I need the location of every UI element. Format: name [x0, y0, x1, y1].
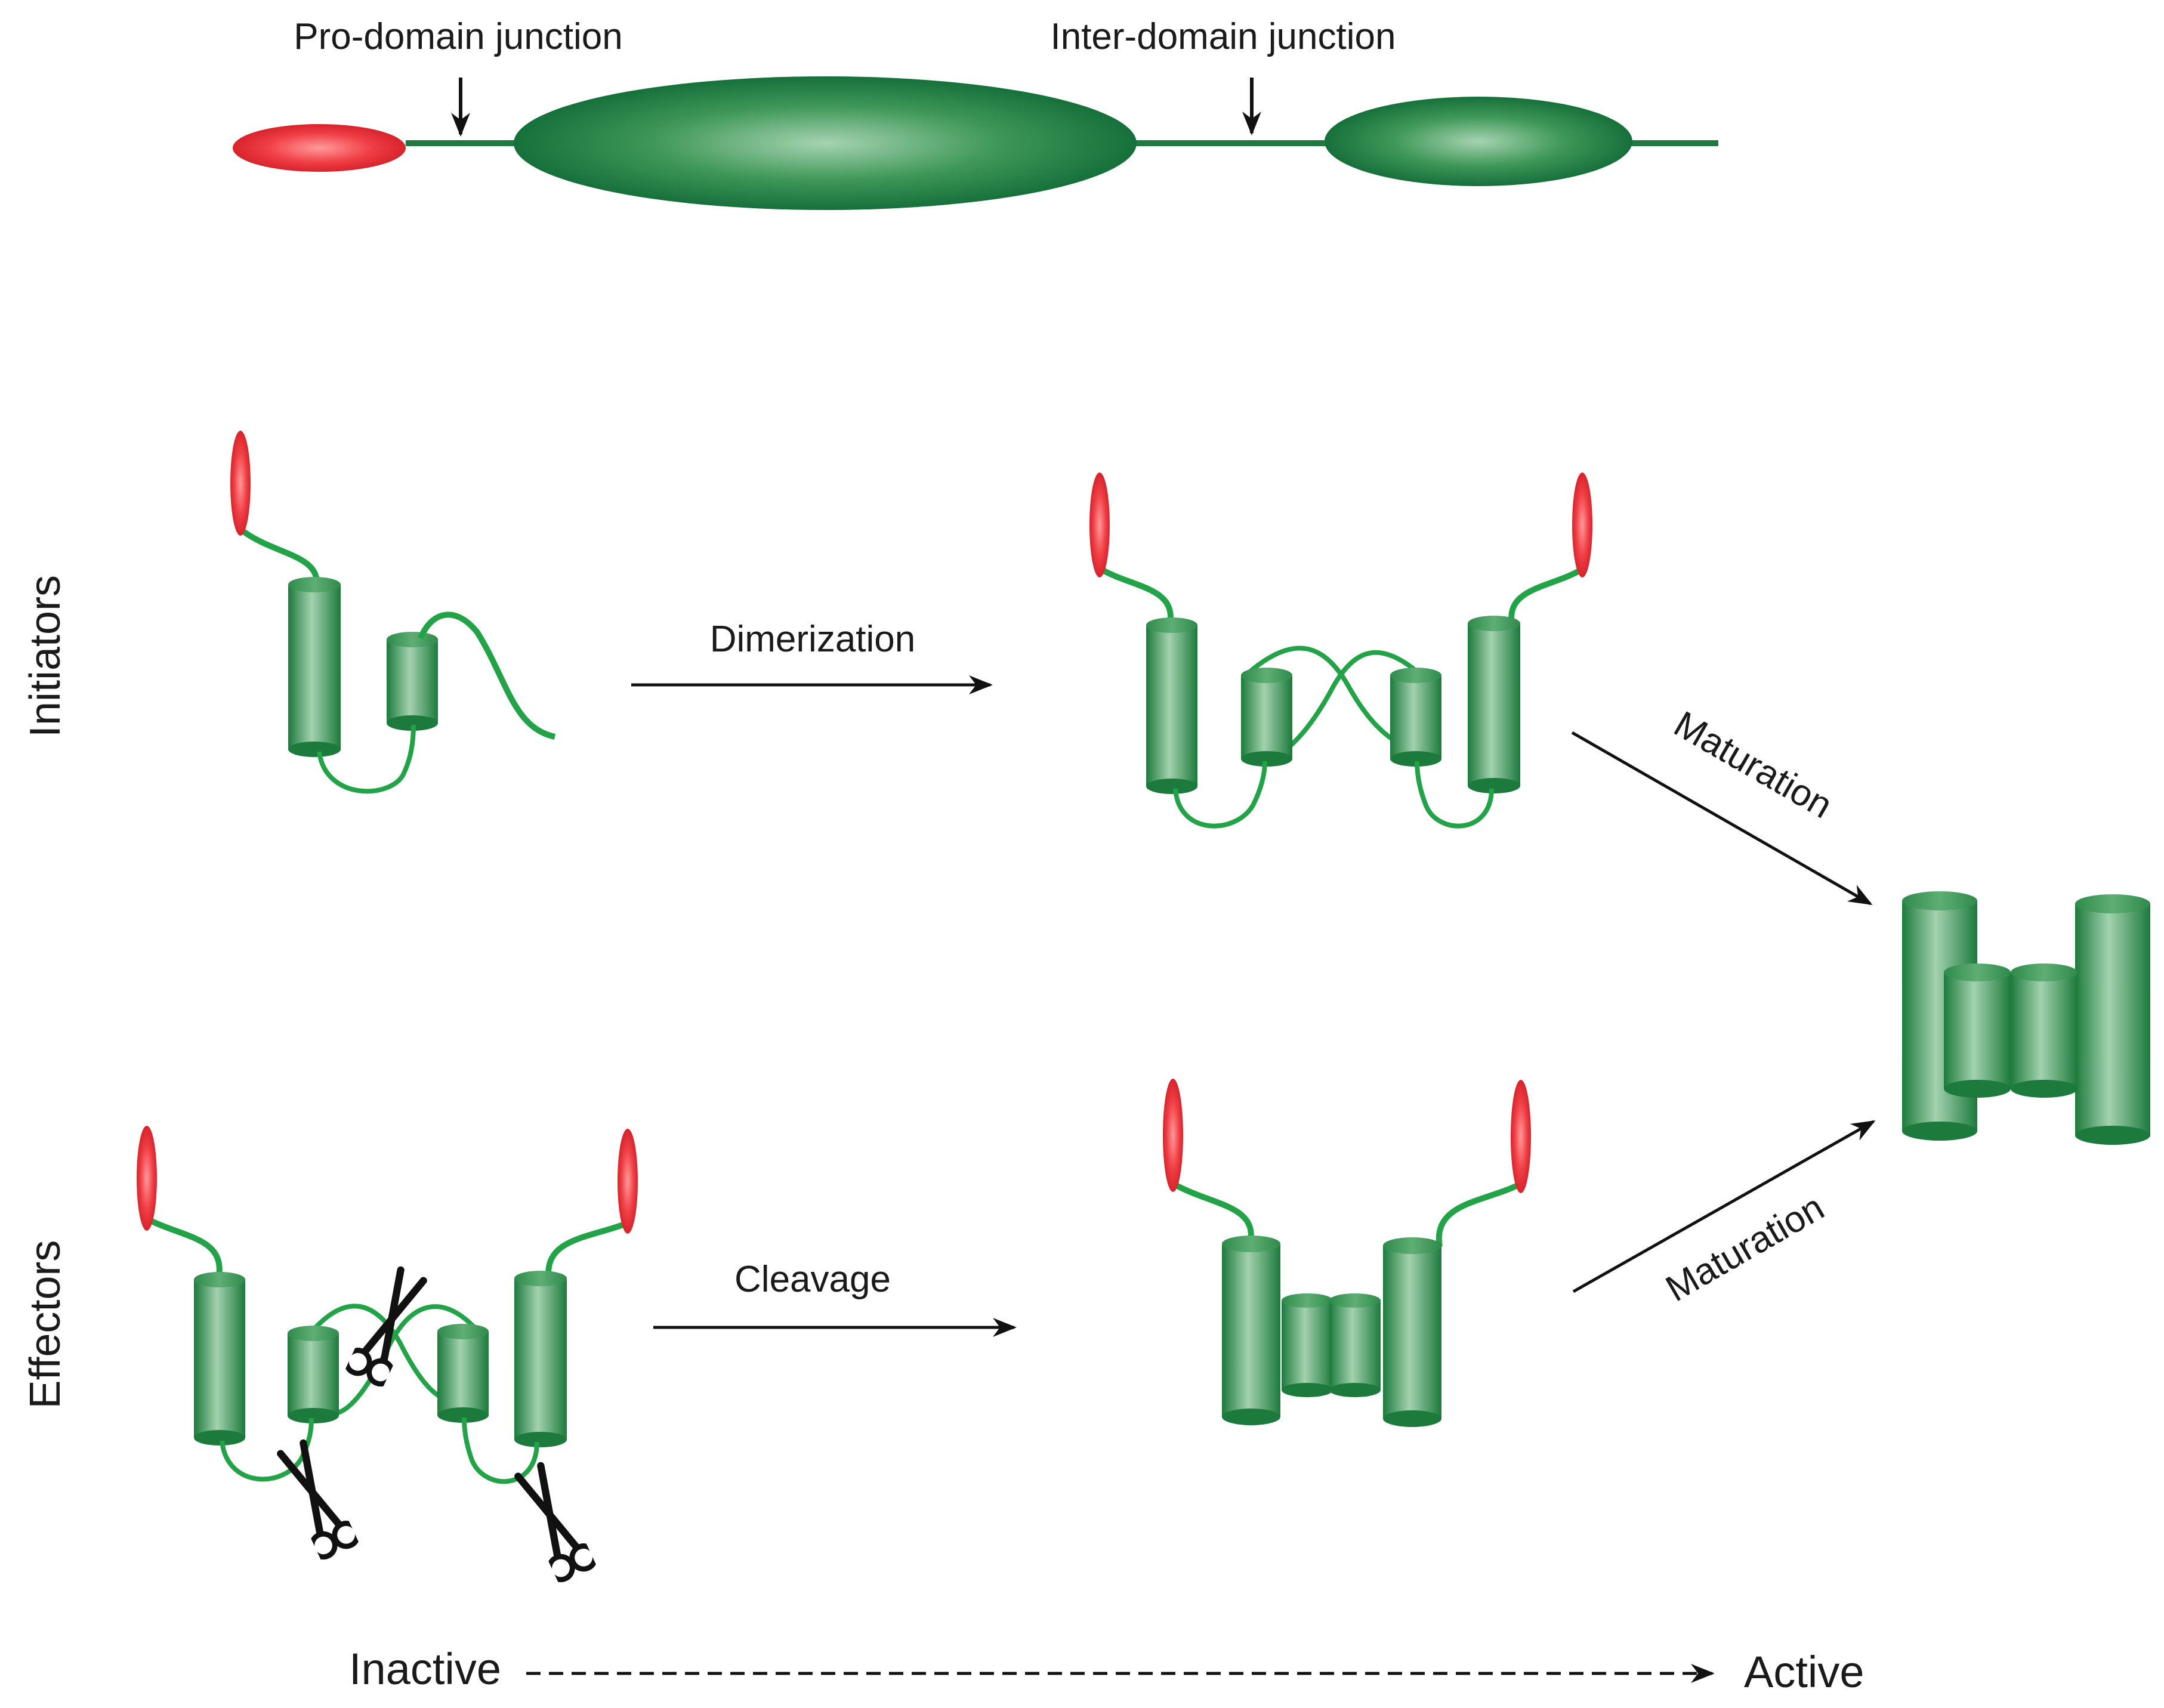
- large-subunit-cylinder: [194, 1280, 245, 1438]
- large-subunit-cylinder: [1222, 1244, 1280, 1417]
- small-domain: [1325, 97, 1632, 186]
- maturation-label-bottom: Maturation: [1659, 1187, 1831, 1309]
- effector-zymogen-dimer: [137, 1126, 638, 1583]
- domain-schema: Pro-domain junction Inter-domain junctio…: [233, 16, 1718, 210]
- maturation-label-top: Maturation: [1667, 703, 1839, 826]
- inactive-label: Inactive: [349, 1644, 501, 1694]
- maturation-arrow-bottom: [1572, 1120, 1876, 1293]
- scissors-icon: [270, 1438, 362, 1561]
- scissors-icon: [342, 1265, 434, 1388]
- maturation-arrow-top: [1571, 731, 1873, 906]
- cleavage-label: Cleavage: [734, 1259, 891, 1300]
- initiators-label: Initiators: [21, 575, 69, 737]
- large-domain: [514, 76, 1137, 210]
- initiator-dimer: [1089, 472, 1592, 829]
- pro-domain-junction-label: Pro-domain junction: [294, 16, 622, 57]
- dimerization-label: Dimerization: [710, 619, 916, 660]
- large-subunit-cylinder: [1383, 1246, 1441, 1419]
- small-subunit-cylinder: [1390, 675, 1441, 759]
- pro-domain: [233, 124, 406, 172]
- pro-domain: [1572, 472, 1592, 577]
- active-enzyme: [1902, 891, 2150, 1145]
- small-subunit-cylinder: [387, 640, 438, 723]
- large-subunit-cylinder: [1468, 623, 1520, 786]
- pro-domain: [618, 1129, 638, 1234]
- small-subunit-cylinder: [1282, 1301, 1333, 1390]
- effectors-label: Effectors: [21, 1240, 69, 1409]
- large-subunit-cylinder: [1146, 625, 1197, 786]
- small-subunit-cylinder: [288, 1333, 339, 1416]
- large-subunit-cylinder: [514, 1278, 567, 1440]
- active-label: Active: [1744, 1647, 1864, 1697]
- small-subunit-cylinder: [1329, 1301, 1381, 1390]
- pro-domain: [137, 1126, 157, 1231]
- small-subunit-cylinder: [2011, 972, 2077, 1089]
- small-subunit-cylinder: [1944, 972, 2011, 1089]
- pro-domain: [230, 431, 251, 536]
- large-subunit-cylinder: [2075, 904, 2150, 1135]
- pro-domain: [1089, 472, 1110, 577]
- initiator-monomer: [230, 431, 556, 794]
- large-subunit-cylinder: [288, 585, 341, 749]
- small-subunit-cylinder: [437, 1332, 489, 1415]
- scissors-icon: [508, 1461, 599, 1583]
- small-subunit-cylinder: [1241, 675, 1292, 759]
- pro-domain: [1163, 1079, 1183, 1192]
- cleaved-effector: [1163, 1079, 1531, 1427]
- inter-domain-junction-label: Inter-domain junction: [1051, 16, 1396, 57]
- pro-domain: [1511, 1080, 1531, 1193]
